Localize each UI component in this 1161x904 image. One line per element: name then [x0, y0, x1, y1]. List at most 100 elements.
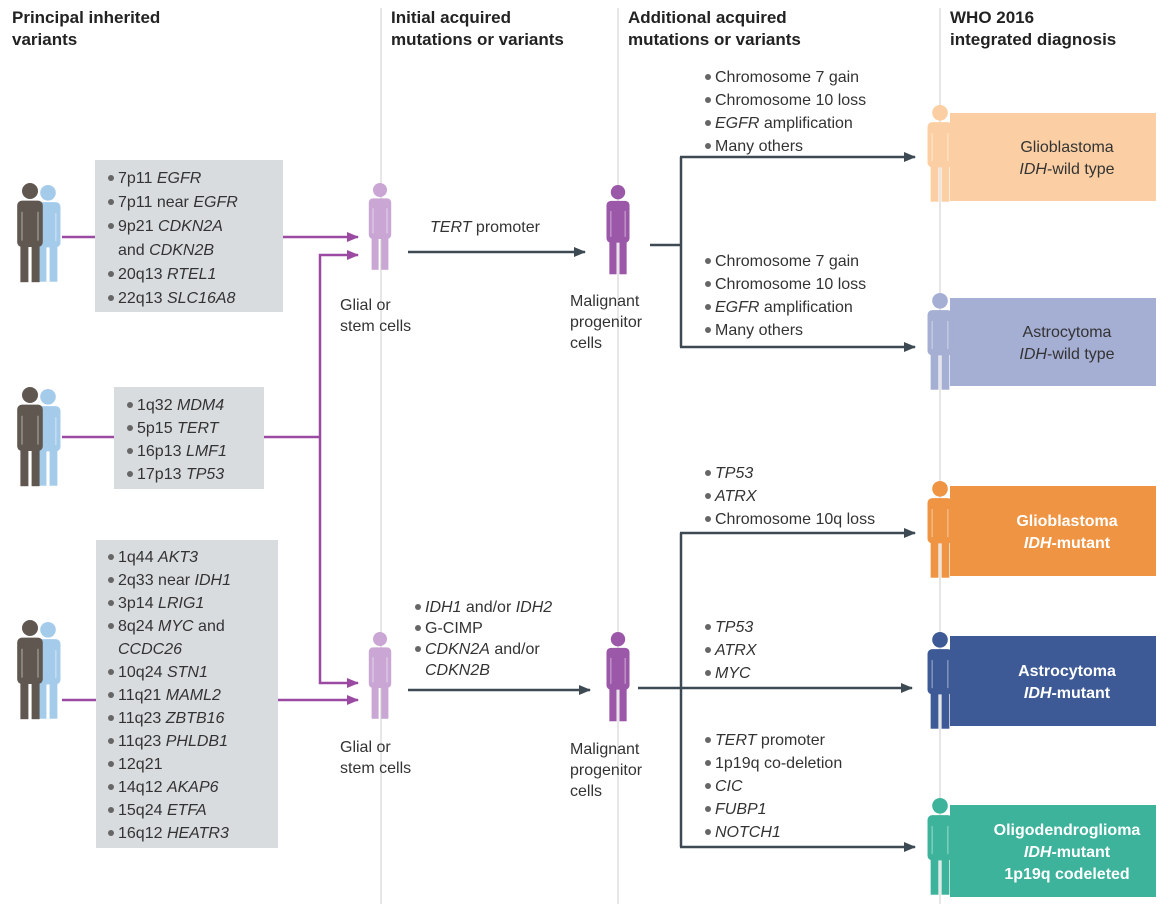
text-run: 11q21: [118, 687, 166, 704]
list-item: Many others: [715, 322, 803, 339]
text-run: Astrocytoma: [1018, 663, 1116, 680]
diagnosis-box: [950, 113, 1156, 201]
text-run: amplification: [759, 115, 852, 132]
bullet: [127, 471, 133, 477]
text-run: CIC: [715, 778, 743, 795]
list-item: MYC: [715, 665, 751, 682]
header-col2: Initial acquired mutations or variants: [391, 8, 564, 49]
text-run: MDM4: [177, 397, 224, 414]
list-item: 14q12 AKAP6: [118, 779, 219, 796]
text-run: Chromosome 10 loss: [715, 276, 866, 293]
header-col1: Principal inherited variants: [12, 8, 165, 49]
person-figure: [927, 632, 953, 729]
malignant-cell-icon: [606, 185, 630, 275]
text-run: IDH: [1024, 685, 1052, 702]
list-item: 1p19q co-deletion: [715, 755, 842, 772]
person-figure: [927, 798, 953, 895]
text-run: IDH2: [516, 599, 553, 616]
list-item: NOTCH1: [715, 824, 781, 841]
text-run: MYC: [715, 665, 751, 682]
text-run: 8q24: [118, 618, 158, 635]
text-run: 16p13: [137, 443, 186, 460]
bullet: [108, 223, 114, 229]
bullet: [108, 175, 114, 181]
text-run: CDKN2A: [158, 218, 223, 235]
bullet: [705, 670, 711, 676]
text-run: Many others: [715, 322, 803, 339]
diagnosis-person-icon: [927, 105, 953, 202]
bullet: [705, 258, 711, 264]
text-run: CCDC26: [118, 641, 182, 658]
list-item: TERT promoter: [715, 732, 826, 749]
list-item: Chromosome 10q loss: [715, 511, 875, 528]
malignant-label-bottom: Malignant progenitor cells: [570, 741, 647, 800]
list-item: 1q44 AKT3: [118, 549, 198, 566]
list-item: 5p15 TERT: [137, 420, 220, 437]
text-run: CDKN2A: [425, 641, 490, 658]
list-item: 12q21: [118, 756, 163, 773]
diagnosis-label: Astrocytoma: [1018, 663, 1116, 680]
text-run: 17p13: [137, 466, 186, 483]
list-item: TP53: [715, 465, 753, 482]
text-run: IDH: [1019, 161, 1047, 178]
bullet: [705, 737, 711, 743]
column-headers: Principal inherited variants Initial acq…: [12, 8, 1116, 49]
text-run: LMF1: [186, 443, 227, 460]
person-figure: [927, 105, 953, 202]
diagnosis-box: [950, 486, 1156, 576]
bullet: [108, 199, 114, 205]
text-run: 3p14: [118, 595, 158, 612]
text-run: ATRX: [714, 642, 758, 659]
bullet: [108, 623, 114, 629]
text-run: CDKN2B: [149, 242, 214, 259]
text-run: 12q21: [118, 756, 163, 773]
list-item: Many others: [715, 138, 803, 155]
diagnosis-label: Oligodendroglioma: [994, 822, 1141, 839]
list-item: CIC: [715, 778, 743, 795]
bullet: [415, 604, 421, 610]
text-run: -wild type: [1047, 161, 1115, 178]
bullet: [705, 806, 711, 812]
bullet: [127, 448, 133, 454]
list-item: ATRX: [714, 642, 758, 659]
person-pair-icon: [17, 183, 61, 283]
text-run: STN1: [167, 664, 208, 681]
text-run: IDH1: [425, 599, 461, 616]
text-run: and: [194, 618, 225, 635]
text-run: 11q23: [118, 710, 166, 727]
text-run: LRIG1: [158, 595, 204, 612]
text-run: Astrocytoma: [1023, 324, 1112, 341]
bullet: [108, 669, 114, 675]
bullet: [705, 97, 711, 103]
text-run: Glioblastoma: [1016, 513, 1117, 530]
list-item: EGFR amplification: [715, 115, 853, 132]
diagnosis-label: IDH-mutant: [1024, 844, 1111, 861]
text-run: -mutant: [1051, 844, 1110, 861]
list-item: 20q13 RTEL1: [118, 266, 216, 283]
additional-arrows: [638, 152, 916, 852]
list-item: 11q23 PHLDB1: [118, 733, 228, 750]
diagnosis-box: [950, 805, 1156, 897]
person-figure: [606, 185, 630, 275]
text-run: ETFA: [167, 802, 207, 819]
bullet: [705, 783, 711, 789]
text-run: amplification: [759, 299, 852, 316]
bullet: [127, 402, 133, 408]
text-run: 11q23: [118, 733, 166, 750]
diagnosis-person-icon: [927, 481, 953, 578]
list-item: CCDC26: [118, 641, 182, 658]
text-run: RTEL1: [167, 266, 217, 283]
text-run: 1p19q codeleted: [1004, 866, 1129, 883]
diagnosis-box: [950, 298, 1156, 386]
list-item: 9p21 CDKN2A: [118, 218, 223, 235]
malignant-label-top: Malignant progenitor cells: [570, 293, 647, 352]
inherited-arrow-2-down: [318, 437, 359, 688]
bullet: [127, 425, 133, 431]
